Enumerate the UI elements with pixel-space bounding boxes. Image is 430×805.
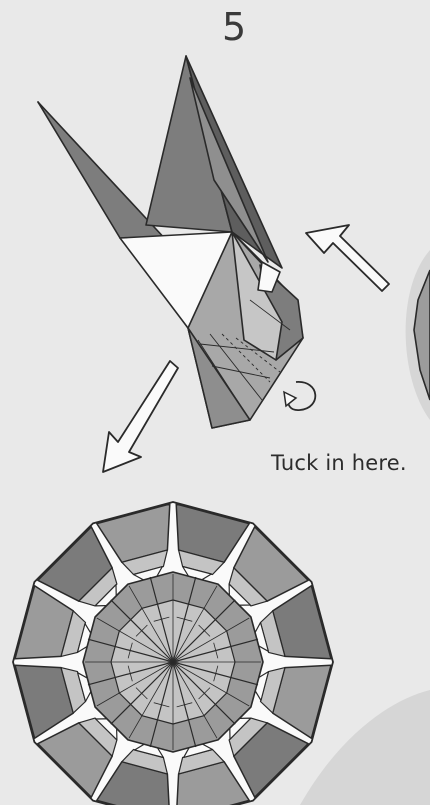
tuck-instruction-label: Tuck in here. xyxy=(271,451,407,475)
tuck-curl-arrowhead xyxy=(284,392,296,406)
finished-wreath xyxy=(13,502,333,805)
hollow-arrow-down-left-icon xyxy=(103,361,178,472)
step-number: 5 xyxy=(222,8,246,46)
curved-arrow-left-icon xyxy=(306,225,389,291)
